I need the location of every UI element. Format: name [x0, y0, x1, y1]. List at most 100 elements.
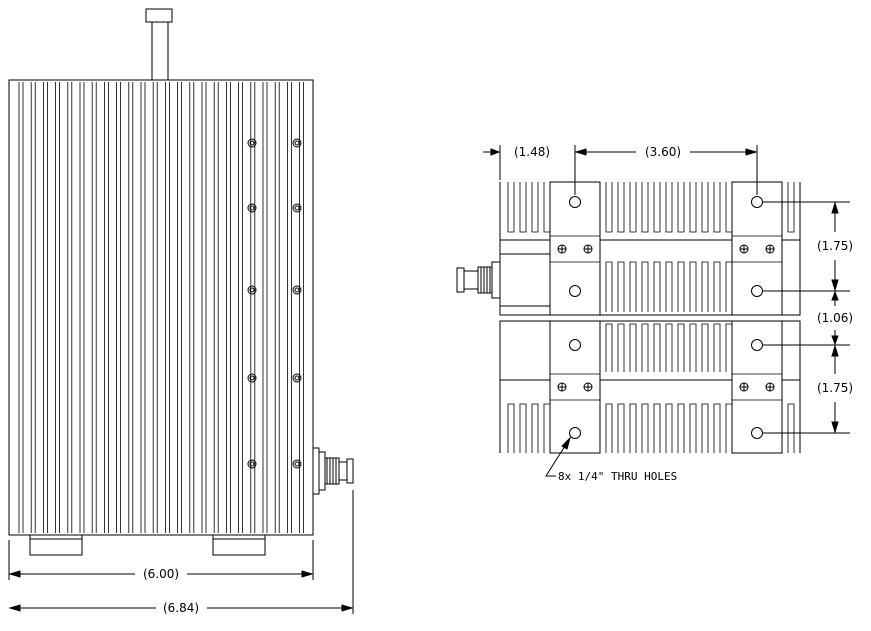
fin-groove	[519, 403, 527, 453]
screw-icon	[249, 287, 255, 293]
heatsink-fins	[18, 82, 305, 533]
fin-groove	[701, 261, 709, 312]
fin-groove	[543, 403, 551, 453]
fin-groove	[665, 323, 673, 372]
fin-groove	[617, 403, 625, 453]
screw-icon	[247, 285, 257, 295]
fin-groove	[605, 182, 613, 233]
fin-groove	[629, 403, 637, 453]
screw-icon	[294, 375, 300, 381]
fin-groove	[665, 403, 673, 453]
fin-groove	[713, 182, 721, 233]
fin-groove	[725, 403, 733, 453]
fin-groove	[605, 323, 613, 372]
screw-icon	[292, 138, 302, 148]
thru-holes	[569, 196, 763, 439]
fin-groove	[617, 261, 625, 312]
upper-fins	[507, 182, 795, 312]
fin-groove	[653, 403, 661, 453]
fin-groove	[725, 182, 733, 233]
fin-groove	[629, 323, 637, 372]
end-view	[456, 145, 850, 477]
fin-groove	[665, 261, 673, 312]
screw-icon	[294, 140, 300, 146]
fin-groove	[677, 323, 685, 372]
screw-icon	[247, 373, 257, 383]
dimension-label-6-00: (6.00)	[143, 567, 179, 581]
fin-groove	[787, 182, 795, 233]
mounting-feet	[29, 534, 266, 556]
fin-groove	[701, 403, 709, 453]
top-mount-tab	[145, 8, 173, 81]
fin-groove	[507, 403, 515, 453]
screw-icon	[294, 205, 300, 211]
fin-groove	[787, 403, 795, 453]
screw-icon	[292, 203, 302, 213]
fin-groove	[641, 403, 649, 453]
dimension-6-00	[8, 540, 314, 580]
hole-note: 8x 1/4" THRU HOLES	[558, 470, 677, 483]
fin-groove	[689, 261, 697, 312]
end-view-bnc-connector	[456, 253, 551, 307]
hole-note-leader	[545, 436, 571, 477]
fin-groove	[677, 261, 685, 312]
fin-groove	[531, 182, 539, 233]
fin-groove	[713, 403, 721, 453]
side-view	[8, 8, 354, 614]
fin-groove	[641, 182, 649, 233]
dimension-label-3-60: (3.60)	[645, 145, 681, 159]
dimension-label-6-84: (6.84)	[163, 601, 199, 615]
heatsink-body	[8, 79, 314, 536]
fin-groove	[617, 182, 625, 233]
screw-icon	[292, 285, 302, 295]
fin-groove	[653, 323, 661, 372]
fin-groove	[713, 323, 721, 372]
vertical-dimensions	[763, 201, 850, 434]
fin-groove	[653, 182, 661, 233]
dimension-label-1-06: (1.06)	[817, 311, 853, 325]
screw-icon	[249, 205, 255, 211]
screw-icon	[249, 375, 255, 381]
dimension-label-1-48: (1.48)	[514, 145, 550, 159]
screw-icon	[294, 287, 300, 293]
fin-groove	[713, 261, 721, 312]
fin-groove	[605, 403, 613, 453]
fin-groove	[641, 323, 649, 372]
fin-groove	[641, 261, 649, 312]
screw-icon	[249, 461, 255, 467]
plate-screws	[557, 244, 775, 392]
screw-icon	[247, 138, 257, 148]
dimension-6-84	[8, 490, 354, 614]
lower-fins	[507, 323, 795, 453]
fin-groove	[543, 182, 551, 233]
fin-groove	[677, 403, 685, 453]
screw-icon	[292, 459, 302, 469]
fin-groove	[725, 323, 733, 372]
screw-icon	[249, 140, 255, 146]
fin-groove	[689, 323, 697, 372]
fin-groove	[629, 261, 637, 312]
fin-groove	[689, 403, 697, 453]
screw-icon	[292, 373, 302, 383]
dimension-1-48	[483, 145, 501, 180]
dimension-label-1-75-top: (1.75)	[817, 239, 853, 253]
fin-groove	[701, 323, 709, 372]
screw-icon	[247, 459, 257, 469]
mounting-plate-left-top	[549, 181, 601, 316]
fin-groove	[677, 182, 685, 233]
fin-groove	[617, 323, 625, 372]
dimension-label-1-75-bottom: (1.75)	[817, 381, 853, 395]
screw-icon	[294, 461, 300, 467]
fin-groove	[531, 403, 539, 453]
fin-groove	[629, 182, 637, 233]
bnc-connector	[312, 447, 354, 495]
fin-groove	[653, 261, 661, 312]
fin-groove	[665, 182, 673, 233]
fin-groove	[605, 261, 613, 312]
screw-icon	[247, 203, 257, 213]
mounting-screws	[247, 138, 302, 469]
fin-groove	[725, 261, 733, 312]
fin-groove	[519, 182, 527, 233]
dimension-3-60	[574, 145, 758, 195]
